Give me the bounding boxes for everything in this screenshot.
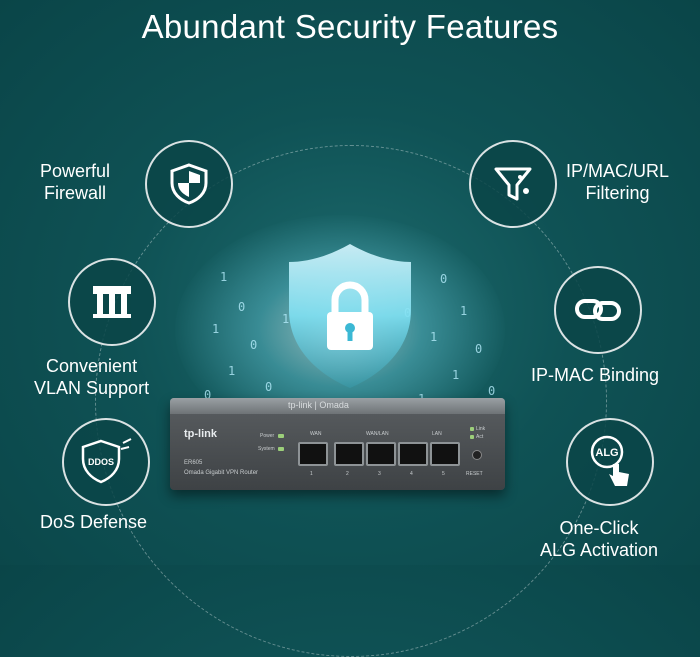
reset-button bbox=[472, 450, 482, 460]
ethernet-port bbox=[430, 442, 460, 466]
feature-label-binding: IP-MAC Binding bbox=[531, 365, 660, 385]
ethernet-port bbox=[298, 442, 328, 466]
dos-feature-circle: DDOS bbox=[62, 418, 150, 506]
led-system bbox=[278, 447, 284, 451]
port-number: 1 bbox=[310, 471, 313, 477]
vlan-icon bbox=[93, 286, 131, 318]
shield-icon bbox=[170, 163, 208, 205]
ddos-shield-icon: DDOS bbox=[81, 438, 132, 484]
led-act bbox=[470, 435, 474, 439]
router-brand: tp-link bbox=[184, 428, 217, 440]
router-device: tp-link | Omada tp-link ER605 Omada Giga… bbox=[170, 398, 505, 490]
ethernet-port bbox=[366, 442, 396, 466]
port-group-lan: LAN bbox=[432, 431, 442, 437]
led-label-system: System bbox=[258, 446, 275, 452]
page-title: Abundant Security Features bbox=[141, 8, 559, 45]
alg-feature-circle: ALG bbox=[566, 418, 654, 506]
led-label-act: Act bbox=[476, 434, 484, 440]
vlan-feature-circle bbox=[68, 258, 156, 346]
filter-funnel-icon bbox=[494, 167, 532, 201]
ddos-text: DDOS bbox=[88, 457, 114, 467]
led-label-link: Link bbox=[476, 426, 486, 432]
port-group-wan: WAN bbox=[310, 431, 322, 437]
feature-label-firewall: Powerful Firewall bbox=[40, 161, 111, 203]
alg-text: ALG bbox=[595, 447, 618, 459]
port-number: 5 bbox=[442, 471, 445, 477]
ethernet-port bbox=[334, 442, 364, 466]
firewall-feature-circle bbox=[145, 140, 233, 228]
router-top-panel: tp-link | Omada bbox=[170, 398, 505, 414]
filtering-feature-circle bbox=[469, 140, 557, 228]
ethernet-port bbox=[398, 442, 428, 466]
port-number: 3 bbox=[378, 471, 381, 477]
led-power bbox=[278, 434, 284, 438]
led-link bbox=[470, 427, 474, 431]
port-group-wanlan: WAN/LAN bbox=[366, 431, 389, 437]
router-description: Omada Gigabit VPN Router bbox=[184, 470, 259, 476]
shield-lock-icon bbox=[285, 240, 415, 390]
feature-label-filtering: IP/MAC/URL Filtering bbox=[566, 161, 670, 203]
chain-link-icon bbox=[575, 299, 621, 321]
port-number: 2 bbox=[346, 471, 349, 477]
port-number: 4 bbox=[410, 471, 413, 477]
feature-label-vlan: Convenient VLAN Support bbox=[34, 356, 150, 398]
router-model: ER605 bbox=[184, 460, 203, 466]
led-label-power: Power bbox=[260, 433, 275, 439]
feature-label-alg: One-Click ALG Activation bbox=[540, 518, 659, 560]
reset-label: RESET bbox=[466, 471, 483, 477]
feature-label-dos: DoS Defense bbox=[40, 512, 148, 532]
router-top-text: tp-link | Omada bbox=[288, 400, 349, 410]
binding-feature-circle bbox=[554, 266, 642, 354]
alg-touch-icon: ALG bbox=[590, 435, 629, 486]
